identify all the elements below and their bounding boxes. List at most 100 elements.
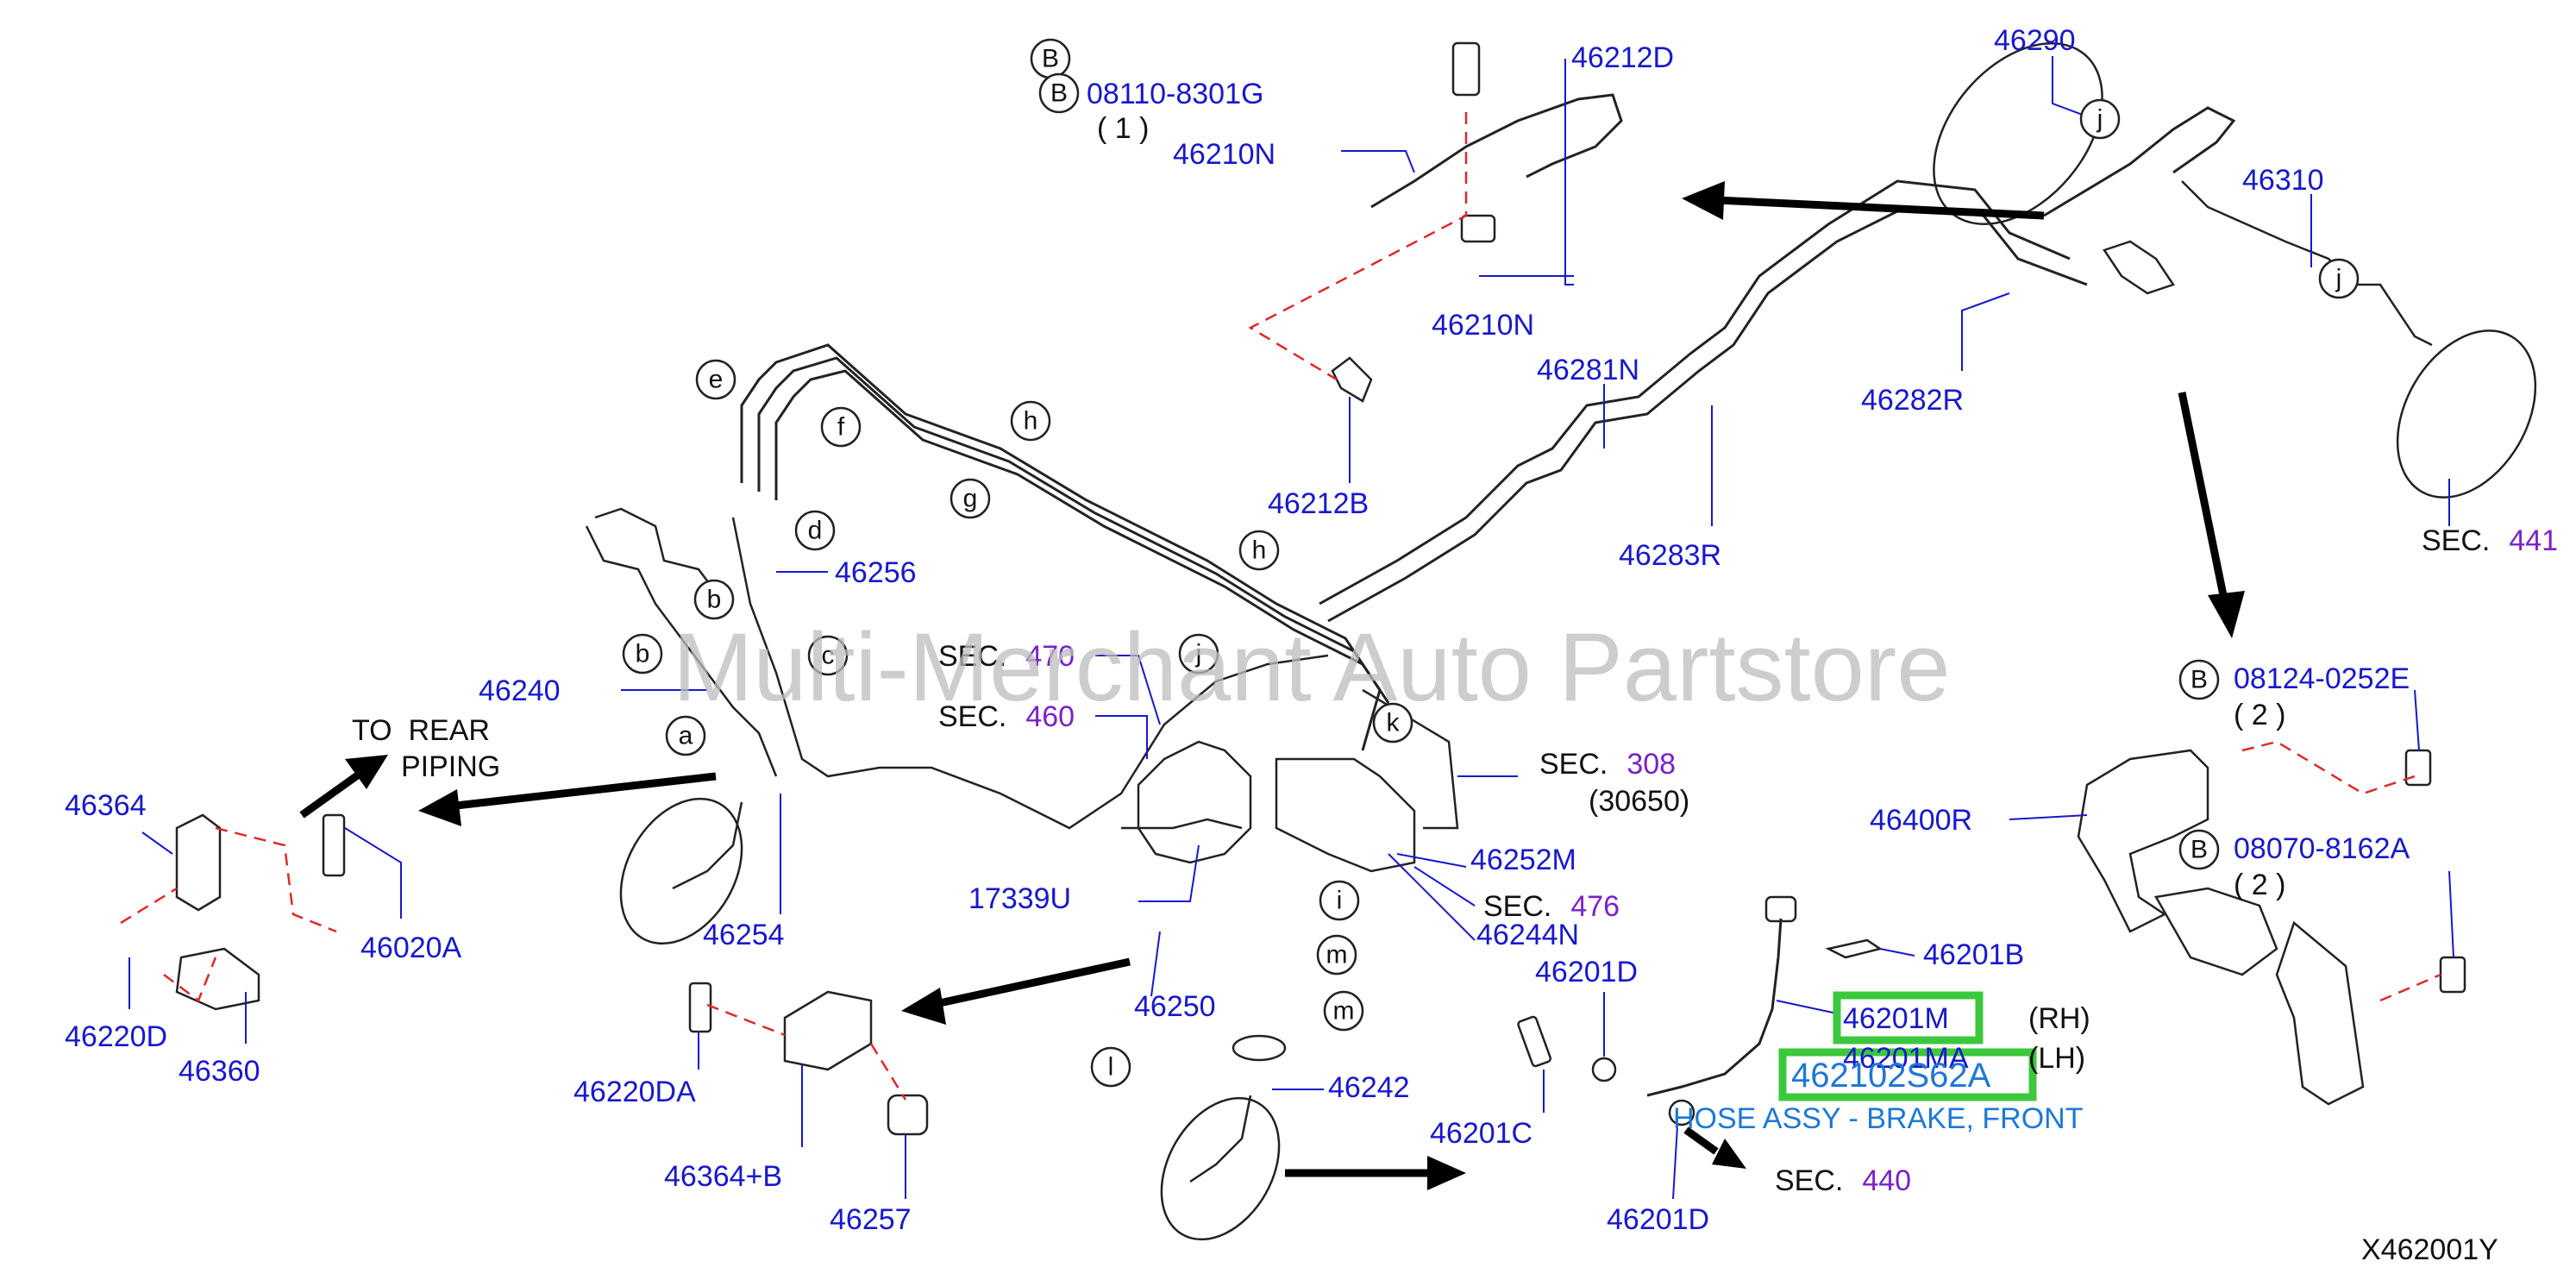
- front-pipe-lower: [731, 517, 1329, 830]
- dash-08070: [2379, 973, 2441, 1002]
- lever-bracket: [2275, 920, 2365, 1106]
- label-46290: 46290: [1994, 24, 2076, 57]
- svg-text:j: j: [1195, 640, 1202, 668]
- front-pipe-bundle-3: [774, 369, 1363, 666]
- svg-text:a: a: [679, 722, 693, 750]
- svg-text:m: m: [1333, 997, 1355, 1026]
- callout-l: l: [1090, 1046, 1131, 1088]
- section-ref-460[interactable]: SEC.460: [938, 700, 1075, 733]
- leader-46252M: [1396, 853, 1467, 868]
- ring-46242: [1232, 1034, 1287, 1062]
- label-qty-1: ( 1 ): [1097, 112, 1149, 145]
- dash-08124: [2241, 740, 2416, 795]
- dash-46364: [120, 826, 337, 933]
- front-frame-bracket: [594, 507, 725, 605]
- callout-b-1: b: [693, 579, 735, 620]
- callout-m-2: m: [1323, 990, 1364, 1032]
- section-ref-441[interactable]: SEC.441: [2422, 524, 2558, 557]
- section-ref-440[interactable]: SEC.440: [1775, 1164, 1911, 1197]
- section-ref-308[interactable]: SEC.308: [1539, 748, 1676, 781]
- label-17339U: 17339U: [968, 882, 1071, 915]
- leader-46212D: [1564, 59, 1574, 285]
- callout-B-2: B: [1038, 72, 1080, 114]
- dash-46364B: [706, 1003, 907, 1101]
- callout-j-1: j: [1178, 633, 1219, 675]
- label-46210N-bottom: 46210N: [1432, 309, 1534, 342]
- callout-h-2: h: [1238, 530, 1280, 571]
- hose-fitting-top: [1764, 895, 1797, 923]
- drawing-lines: [175, 41, 2537, 1241]
- dash-46360: [163, 957, 217, 1002]
- bolt-46220DA: [688, 982, 712, 1033]
- arrow-to-rear-head: [1682, 181, 1725, 220]
- leader-17339U: [1138, 844, 1200, 902]
- label-46201MA: 46201MA: [1843, 1042, 1969, 1075]
- leader-46400R: [2009, 814, 2088, 820]
- label-46201D-bottom: 46201D: [1607, 1203, 1709, 1236]
- connector-46364B: [783, 990, 873, 1071]
- leader-46364: [141, 831, 173, 855]
- svg-text:h: h: [1024, 407, 1038, 436]
- callout-letters: e f h g d h b b c a j k i m m l j j B B …: [622, 38, 2360, 1088]
- section-ref-476[interactable]: SEC.476: [1483, 890, 1620, 923]
- label-qty-3: ( 2 ): [2234, 869, 2285, 901]
- assembly-paths: [120, 112, 2441, 1101]
- cap-46257: [887, 1094, 929, 1136]
- svg-text:j: j: [2097, 105, 2103, 134]
- section-references: SEC.441 SEC.470 SEC.460 SEC.308 (30650) …: [938, 524, 2558, 1197]
- svg-text:e: e: [709, 366, 724, 394]
- leader-sec476: [1413, 866, 1476, 907]
- leader-46201M: [1776, 1000, 1838, 1014]
- callout-j-2: j: [2079, 98, 2121, 140]
- arrow-to-left-connector-head: [418, 789, 461, 826]
- label-46364B: 46364+B: [664, 1160, 782, 1193]
- leader-lines: [128, 56, 2454, 1200]
- callout-a: a: [665, 715, 706, 756]
- bolt-08124: [2404, 749, 2432, 787]
- arrow-to-left-connector: [448, 772, 717, 811]
- diagram-code: X462001Y: [2361, 1233, 2498, 1266]
- hose-assy-front: [1646, 918, 1783, 1097]
- watermark: Multi-Merchant Auto Partstore: [673, 613, 1950, 721]
- svg-text:d: d: [808, 517, 823, 545]
- label-46283R: 46283R: [1619, 539, 1721, 572]
- arrow-to-46364B-head: [901, 988, 946, 1025]
- svg-text:B: B: [1050, 79, 1068, 108]
- washer-46201D-lower: [1668, 1099, 1695, 1126]
- front-pipe-bundle-1: [740, 343, 1382, 751]
- bellows-boot: [2154, 887, 2278, 976]
- label-rh: (RH): [2028, 1002, 2090, 1035]
- washer-46201D: [1591, 1057, 1617, 1082]
- master-cylinder-body: [1121, 818, 1243, 830]
- label-46220D: 46220D: [65, 1020, 167, 1053]
- callout-m-1: m: [1316, 934, 1357, 976]
- label-46212B: 46212B: [1268, 487, 1369, 520]
- arrow-to-sec440: [1683, 1126, 1719, 1155]
- label-46254: 46254: [703, 919, 785, 951]
- leader-46020A: [344, 827, 402, 919]
- callout-e: e: [695, 359, 736, 400]
- label-46210N-top: 46210N: [1173, 138, 1275, 171]
- leader-sec470: [1095, 655, 1161, 725]
- clip-46201B: [1825, 938, 1883, 959]
- actuator-box: [1275, 757, 1416, 873]
- label-46244N: 46244N: [1476, 919, 1579, 951]
- label-46282R: 46282R: [1861, 384, 1964, 417]
- leader-46250: [1150, 931, 1161, 997]
- arrow-to-rear: [1715, 196, 2045, 220]
- label-46281N: 46281N: [1537, 354, 1639, 386]
- label-46201B: 46201B: [1923, 938, 2024, 971]
- bracket-46360: [175, 947, 260, 1011]
- highlight-part-number[interactable]: 462102S62A: [1791, 1057, 1991, 1095]
- label-46250: 46250: [1134, 990, 1216, 1023]
- svg-text:m: m: [1326, 941, 1348, 969]
- connector-46364: [175, 813, 222, 912]
- label-bolt-08124: 08124-0252E: [2234, 662, 2410, 695]
- svg-text:c: c: [822, 642, 835, 670]
- hose-front-right: [1189, 1095, 1252, 1183]
- highlight-part-description[interactable]: HOSE ASSY - BRAKE, FRONT: [1673, 1102, 2084, 1135]
- label-46212D: 46212D: [1571, 41, 1674, 74]
- section-ref-470[interactable]: SEC.470: [938, 640, 1075, 673]
- master-cylinder-outline: [1137, 740, 1252, 864]
